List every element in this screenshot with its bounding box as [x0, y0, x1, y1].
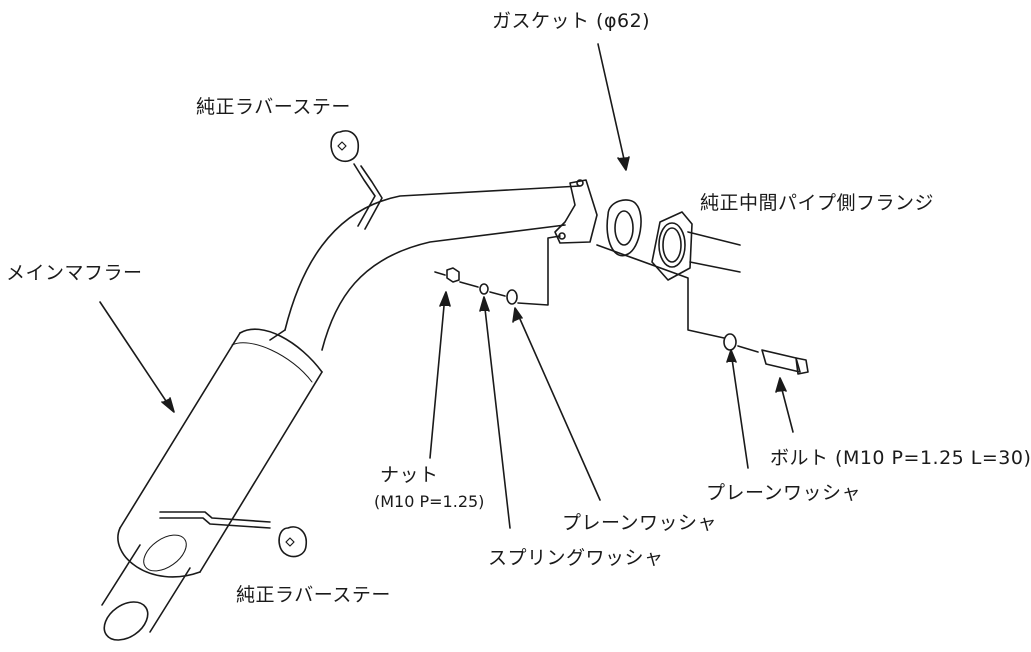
stock-mid-pipe-flange	[651, 211, 741, 281]
main-muffler-label: メインマフラー	[6, 262, 143, 284]
left-fastener-set	[434, 235, 561, 306]
flange-label: 純正中間パイプ側フランジ	[700, 192, 935, 214]
rubber-stay-bottom	[159, 511, 308, 558]
plain-washer-right-label: プレーンワッシャ	[706, 482, 862, 504]
rubber-stay-bottom-label: 純正ラバーステー	[236, 584, 391, 606]
rubber-stay-top	[330, 130, 383, 230]
rubber-stay-top-label: 純正ラバーステー	[196, 96, 351, 118]
plain-washer-left-label: プレーンワッシャ	[562, 512, 718, 534]
spring-washer-label: スプリングワッシャ	[488, 547, 664, 569]
nut-spec-label: (M10 P=1.25)	[374, 492, 485, 511]
bolt-label: ボルト (M10 P=1.25 L=30)	[770, 447, 1031, 469]
right-fastener-set	[596, 244, 809, 375]
pipe-inlet-flange	[554, 179, 598, 244]
nut-label: ナット	[380, 464, 439, 486]
callout-arrows	[99, 43, 794, 529]
gasket	[606, 199, 642, 257]
tailpipe	[101, 534, 191, 641]
exhaust-exploded-diagram	[99, 43, 809, 641]
gasket-label: ガスケット (φ62)	[492, 10, 651, 32]
main-pipe	[284, 185, 581, 351]
main-muffler-body	[117, 328, 323, 578]
